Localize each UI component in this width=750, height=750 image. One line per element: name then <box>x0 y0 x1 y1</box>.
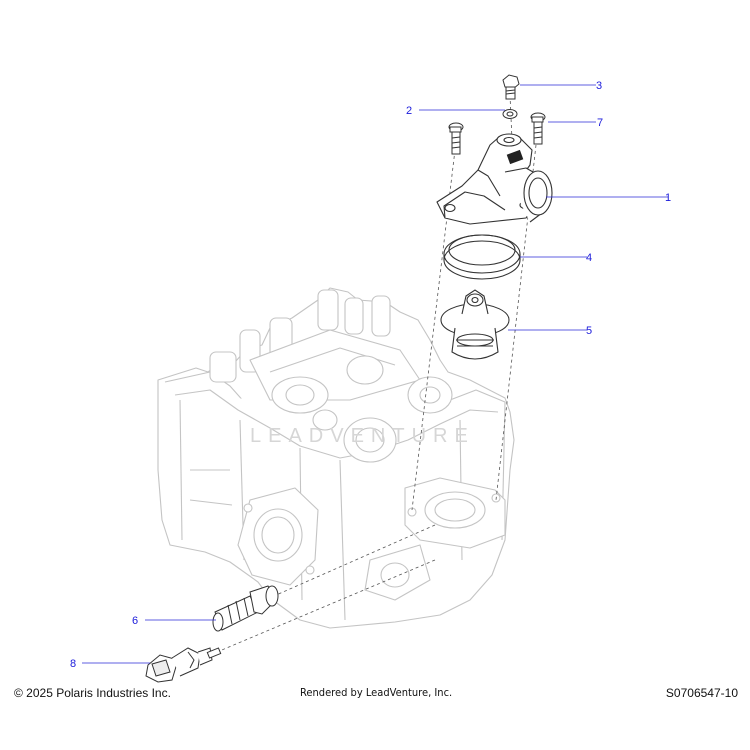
watermark-text: LEADVENTURE <box>250 425 475 447</box>
callout-4[interactable]: 4 <box>586 252 592 264</box>
callout-2[interactable]: 2 <box>406 105 412 117</box>
copyright-text: © 2025 Polaris Industries Inc. <box>14 686 171 700</box>
part-5-thermostat[interactable] <box>440 289 510 360</box>
part-7-bolt-left[interactable] <box>448 122 464 155</box>
rendered-by-text: Rendered by LeadVenture, Inc. <box>300 686 453 699</box>
part-1-thermostat-housing[interactable] <box>436 133 553 225</box>
part-8-temperature-sensor[interactable] <box>145 647 222 683</box>
cylinder-head-ghost <box>157 287 515 629</box>
callout-leaders <box>82 84 668 664</box>
callout-numbers: 1 2 3 4 5 6 7 8 <box>70 80 671 670</box>
callout-1[interactable]: 1 <box>665 192 671 204</box>
part-4-o-ring-seal[interactable] <box>443 234 521 280</box>
callout-6[interactable]: 6 <box>132 615 138 627</box>
diagram-part-code: S0706547-10 <box>665 686 738 700</box>
part-3-bolt[interactable] <box>502 74 520 100</box>
callout-7[interactable]: 7 <box>597 117 603 129</box>
callout-8[interactable]: 8 <box>70 658 76 670</box>
callout-5[interactable]: 5 <box>586 325 592 337</box>
part-7-bolt-right[interactable] <box>530 112 546 145</box>
callout-3[interactable]: 3 <box>596 80 602 92</box>
part-6-hose-fitting[interactable] <box>212 585 279 632</box>
part-2-washer[interactable] <box>502 109 518 119</box>
